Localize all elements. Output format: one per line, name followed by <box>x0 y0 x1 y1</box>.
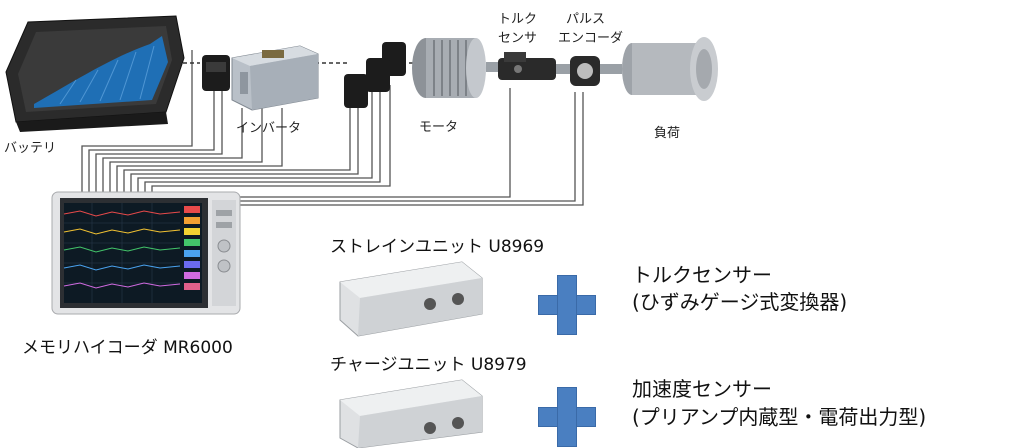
torque-sensor-label-line1: トルク <box>498 12 538 27</box>
motor-unit <box>412 38 500 98</box>
torque-sensor-description-line1: トルクセンサー <box>632 263 772 287</box>
recorder-label: メモリハイコーダ MR6000 <box>22 338 233 358</box>
torque-sensor-description-line2: (ひずみゲージ式変換器) <box>632 290 848 314</box>
accel-sensor-description-line1: 加速度センサー <box>632 377 772 401</box>
accel-sensor-description-line2: (プリアンプ内蔵型・電荷出力型) <box>632 405 927 429</box>
strain-unit-title: ストレインユニット U8969 <box>330 237 545 257</box>
current-sensors-motor <box>344 42 406 108</box>
pulse-encoder-device <box>570 56 622 86</box>
inverter-label: インバータ <box>236 121 302 136</box>
pulse-encoder-label-line1: パルス <box>566 12 606 27</box>
pulse-encoder-label-line2: エンコーダ <box>558 31 624 46</box>
charge-unit-title: チャージユニット U8979 <box>330 355 527 375</box>
battery-pack <box>5 15 185 132</box>
load-unit <box>622 37 718 101</box>
battery-label: バッテリ <box>4 141 57 156</box>
charge-unit-module <box>339 379 483 448</box>
current-sensor-battery <box>202 55 230 91</box>
strain-unit-module <box>339 261 483 337</box>
signal-wires <box>81 50 584 206</box>
inverter-unit <box>231 45 319 111</box>
plus-icon <box>538 275 596 335</box>
torque-sensor-device <box>498 52 570 80</box>
torque-sensor-label-line2: センサ <box>498 31 538 46</box>
load-label: 負荷 <box>654 126 681 141</box>
plus-icon <box>538 387 596 447</box>
recorder-device <box>51 191 241 315</box>
motor-label: モータ <box>419 120 459 135</box>
